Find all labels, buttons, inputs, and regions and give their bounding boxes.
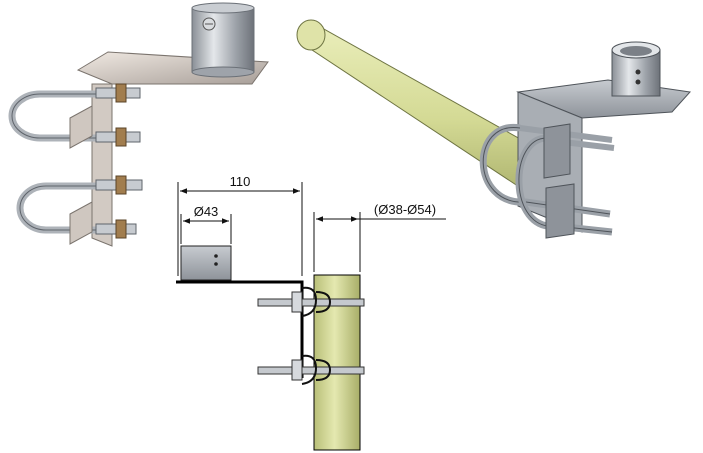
upper-bolt xyxy=(257,298,365,307)
3d-render xyxy=(296,19,691,239)
arm-length-label: 110 xyxy=(230,174,251,189)
bracket-arm xyxy=(176,280,304,378)
vertical-plate xyxy=(91,83,113,247)
product-photo xyxy=(8,2,269,247)
socket-diameter-label: Ø43 xyxy=(194,204,219,219)
socket-block xyxy=(180,245,232,281)
lower-bolt xyxy=(257,366,365,375)
mast-range-label: (Ø38-Ø54) xyxy=(374,202,436,217)
dimension-drawing: 110 Ø43 (Ø38-Ø54) xyxy=(176,174,446,451)
antenna-socket xyxy=(191,7,255,73)
